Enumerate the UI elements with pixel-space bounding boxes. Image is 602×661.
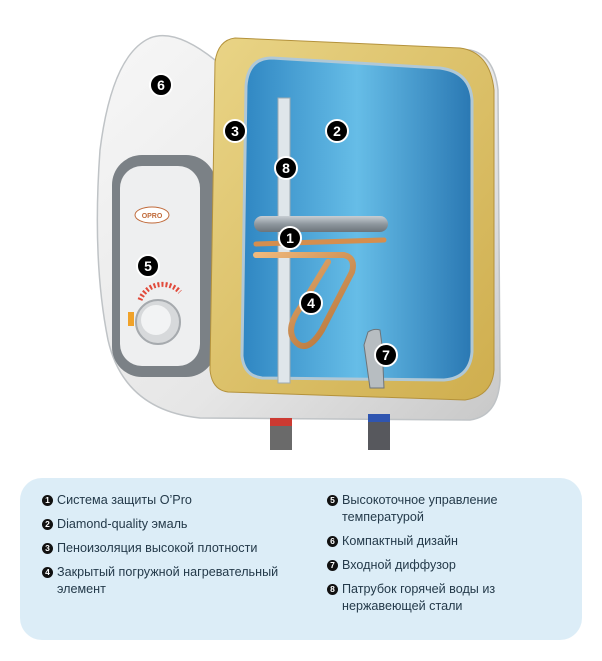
legend-text-7: Входной диффузор bbox=[342, 558, 456, 572]
svg-text:6: 6 bbox=[157, 77, 165, 93]
legend-panel: 1 Система защиты O’Pro 2 Diamond-quality… bbox=[20, 478, 582, 640]
temperature-scale bbox=[137, 281, 182, 302]
svg-text:5: 5 bbox=[144, 258, 152, 274]
legend-column-left: 1 Система защиты O’Pro 2 Diamond-quality… bbox=[42, 492, 312, 605]
svg-text:4: 4 bbox=[307, 295, 315, 311]
inlet-pipe-cold bbox=[368, 416, 390, 450]
legend-text-8: Патрубок горячей воды из нержавеющей ста… bbox=[342, 582, 496, 613]
legend-item-2: 2 Diamond-quality эмаль bbox=[42, 516, 312, 533]
svg-text:1: 1 bbox=[286, 230, 294, 246]
legend-column-right: 5 Высокоточное управление температурой 6… bbox=[327, 492, 572, 622]
badge-8: 8 bbox=[274, 156, 298, 180]
outlet-pipe-hot bbox=[270, 420, 292, 450]
legend-number-5: 5 bbox=[327, 495, 338, 506]
badge-3: 3 bbox=[223, 119, 247, 143]
legend-item-3: 3 Пеноизоляция высокой плотности bbox=[42, 540, 312, 557]
heating-element bbox=[253, 252, 356, 350]
knob-indicator bbox=[128, 312, 134, 326]
badge-2: 2 bbox=[325, 119, 349, 143]
legend-number-2: 2 bbox=[42, 519, 53, 530]
badge-7: 7 bbox=[374, 343, 398, 367]
legend-number-8: 8 bbox=[327, 584, 338, 595]
temperature-knob-cap bbox=[141, 305, 171, 335]
legend-item-4: 4 Закрытый погружной нагревательный элем… bbox=[42, 564, 312, 598]
badge-1: 1 bbox=[278, 226, 302, 250]
legend-text-1: Система защиты O’Pro bbox=[57, 493, 192, 507]
legend-item-1: 1 Система защиты O’Pro bbox=[42, 492, 312, 509]
legend-number-4: 4 bbox=[42, 567, 53, 578]
badge-6: 6 bbox=[149, 73, 173, 97]
legend-number-3: 3 bbox=[42, 543, 53, 554]
legend-number-7: 7 bbox=[327, 560, 338, 571]
opro-tube bbox=[254, 216, 388, 232]
legend-item-7: 7 Входной диффузор bbox=[327, 557, 572, 574]
legend-item-8: 8 Патрубок горячей воды из нержавеющей с… bbox=[327, 581, 572, 615]
legend-text-6: Компактный дизайн bbox=[342, 534, 458, 548]
brand-logo bbox=[134, 206, 170, 224]
svg-text:2: 2 bbox=[333, 123, 341, 139]
legend-text-4: Закрытый погружной нагревательный элемен… bbox=[57, 565, 279, 596]
legend-number-1: 1 bbox=[42, 495, 53, 506]
svg-text:8: 8 bbox=[282, 160, 290, 176]
svg-text:7: 7 bbox=[382, 347, 390, 363]
water-heater-illustration: OPRO 1 2 3 4 5 6 bbox=[96, 34, 501, 450]
legend-text-3: Пеноизоляция высокой плотности bbox=[57, 541, 258, 555]
brand-logo-text: OPRO bbox=[142, 213, 163, 220]
legend-item-5: 5 Высокоточное управление температурой bbox=[327, 492, 572, 526]
svg-text:3: 3 bbox=[231, 123, 239, 139]
heating-element-upper bbox=[253, 237, 387, 247]
legend-number-6: 6 bbox=[327, 536, 338, 547]
inlet-pipe-cold-ring bbox=[368, 414, 390, 422]
legend-text-5: Высокоточное управление температурой bbox=[342, 493, 498, 524]
legend-item-6: 6 Компактный дизайн bbox=[327, 533, 572, 550]
badge-4: 4 bbox=[299, 291, 323, 315]
outlet-pipe-hot-ring bbox=[270, 418, 292, 426]
legend-text-2: Diamond-quality эмаль bbox=[57, 517, 188, 531]
badge-5: 5 bbox=[136, 254, 160, 278]
